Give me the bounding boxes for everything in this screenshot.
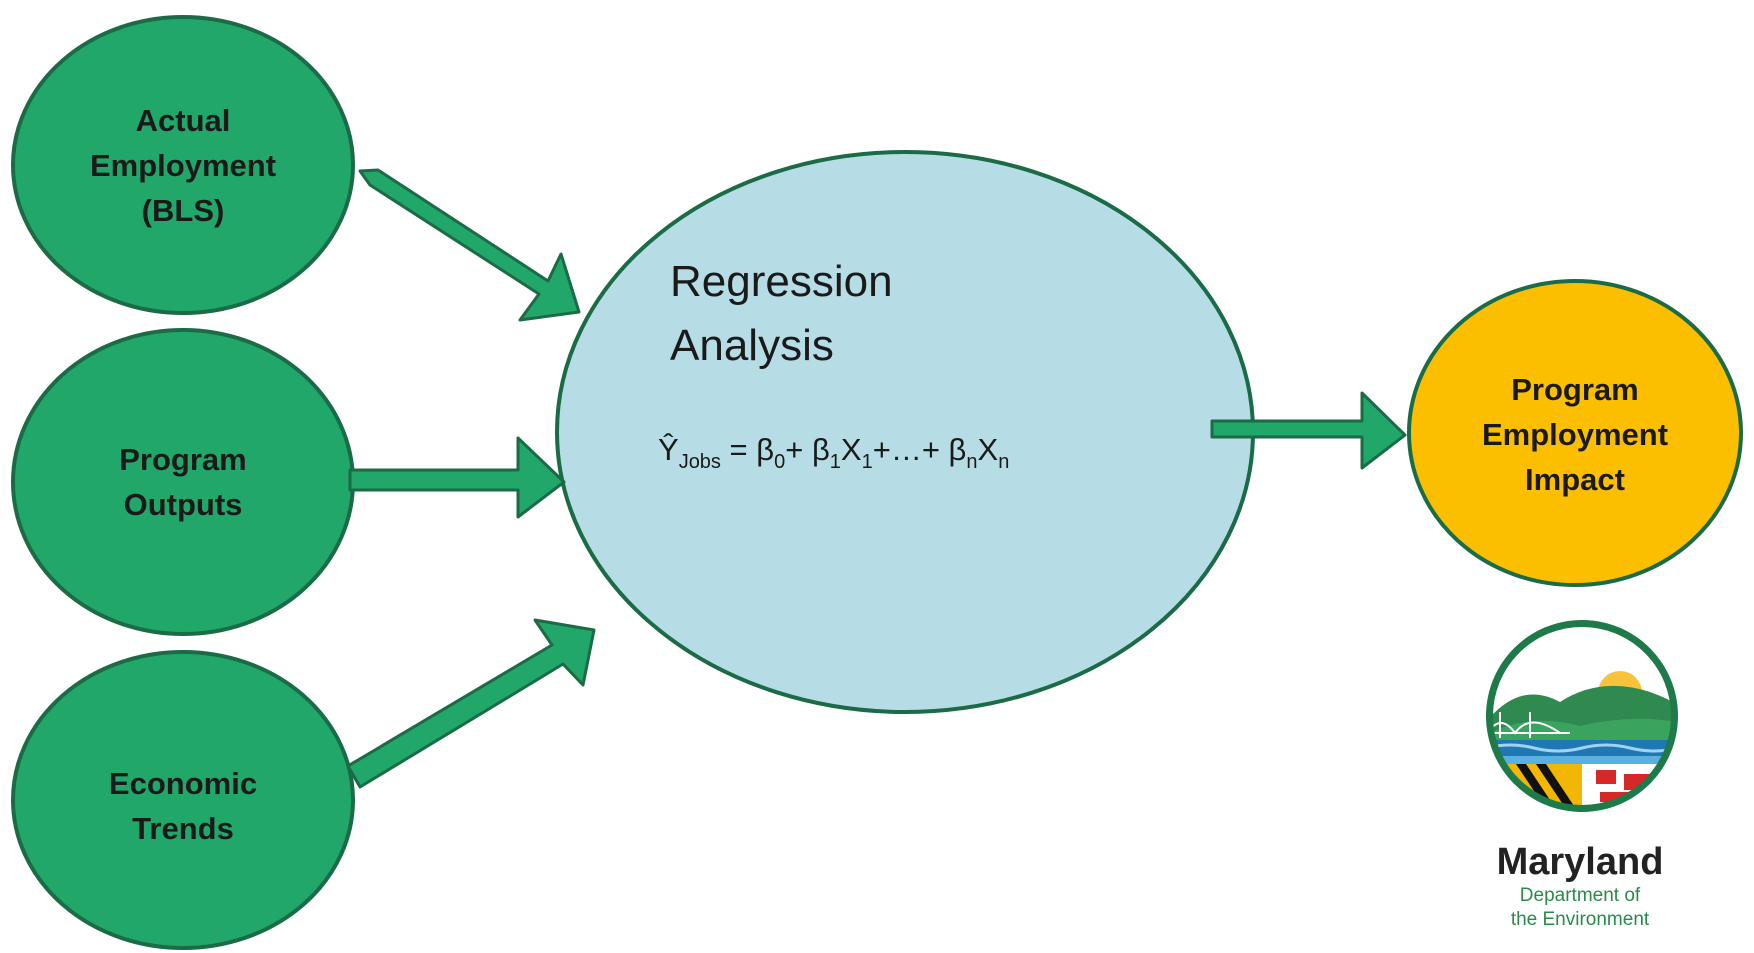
arrow-actual-to-regression — [358, 168, 581, 322]
label-line: Economic — [108, 766, 258, 801]
formula-beta1-subscript: 1 — [829, 451, 841, 473]
label-line: Outputs — [123, 487, 243, 522]
regression-title-line: Regression — [670, 257, 893, 306]
formula-xn-subscript: n — [998, 451, 1010, 473]
logo-subtitle: Department of — [1519, 885, 1641, 906]
arrow-trends-to-regression — [346, 618, 596, 789]
label-line: Actual — [135, 102, 231, 138]
label-line: Employment — [89, 147, 277, 183]
formula-xn: X — [977, 432, 999, 467]
maryland-state-seal-icon — [1486, 620, 1678, 812]
formula-x1-subscript: 1 — [861, 451, 873, 473]
label-economic-trends: Economic Trends — [40, 754, 326, 858]
regression-title-line: Analysis — [670, 321, 834, 370]
formula-y-hat: Ŷ — [658, 432, 679, 467]
logo-name: Maryland — [1496, 841, 1664, 883]
logo-text: Maryland Department of the Environment — [1440, 840, 1720, 932]
label-line: Impact — [1525, 461, 1625, 497]
node-program-employment-impact — [1407, 279, 1743, 587]
regression-title: Regression Analysis — [670, 250, 893, 378]
formula-plus-beta: + β — [785, 432, 830, 467]
label-program-employment-impact: Program Employment Impact — [1437, 364, 1713, 504]
formula-y-subscript: Jobs — [678, 451, 721, 473]
label-line: Program — [1511, 371, 1639, 407]
formula-equals-beta: = β — [720, 432, 775, 467]
formula-betan-subscript: n — [966, 451, 978, 473]
logo-subtitle: the Environment — [1510, 909, 1650, 930]
label-actual-employment: Actual Employment (BLS) — [40, 85, 326, 245]
label-line: Trends — [132, 811, 234, 846]
label-line: Employment — [1481, 416, 1669, 452]
arrow-regression-to-output — [1210, 391, 1407, 470]
formula-ellipsis-beta: +…+ β — [872, 432, 967, 467]
label-line: (BLS) — [141, 192, 225, 228]
label-line: Program — [119, 442, 247, 477]
arrow-outputs-to-regression — [348, 436, 566, 519]
formula-beta0-subscript: 0 — [774, 451, 786, 473]
label-program-outputs: Program Outputs — [40, 430, 326, 534]
node-actual-employment — [11, 15, 355, 315]
node-economic-trends — [11, 650, 355, 950]
formula-x1: X — [840, 432, 862, 467]
regression-formula: ŶJobs = β0+ β1X1+…+ βnXn — [658, 432, 1009, 474]
